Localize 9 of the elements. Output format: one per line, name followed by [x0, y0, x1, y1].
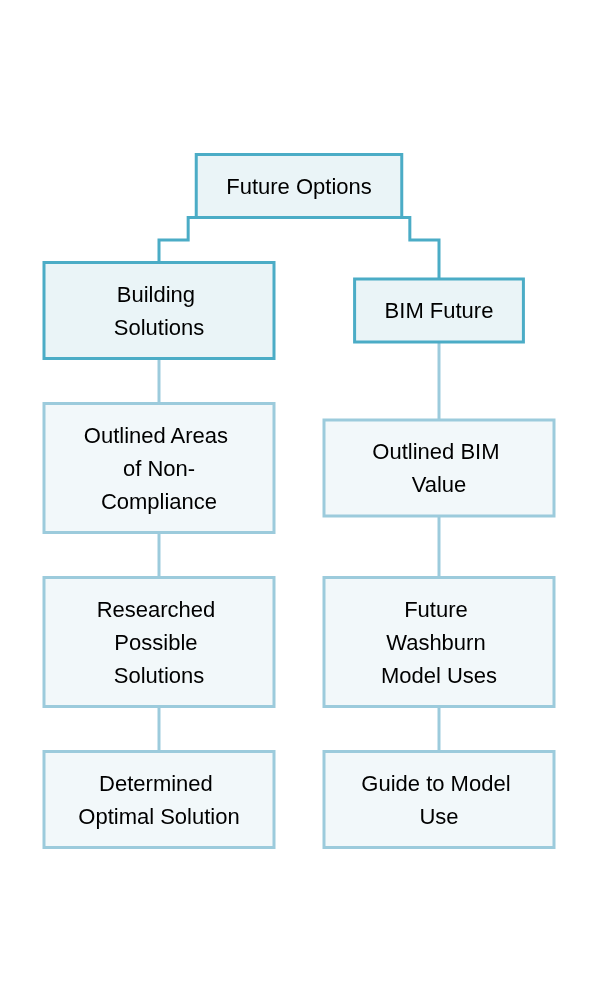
node-box: Outlined BIM Value: [322, 418, 555, 518]
node-box: Outlined Areas of Non-Compliance: [42, 402, 275, 534]
node-box: Building Solutions: [42, 261, 275, 360]
node-box: Guide to Model Use: [322, 750, 555, 849]
node-box: Determined Optimal Solution: [42, 750, 275, 849]
node-box: Future Washburn Model Uses: [322, 576, 555, 708]
node-box: BIM Future: [352, 277, 525, 344]
node-box: Researched Possible Solutions: [42, 576, 275, 708]
node-box: Future Options: [194, 153, 403, 219]
